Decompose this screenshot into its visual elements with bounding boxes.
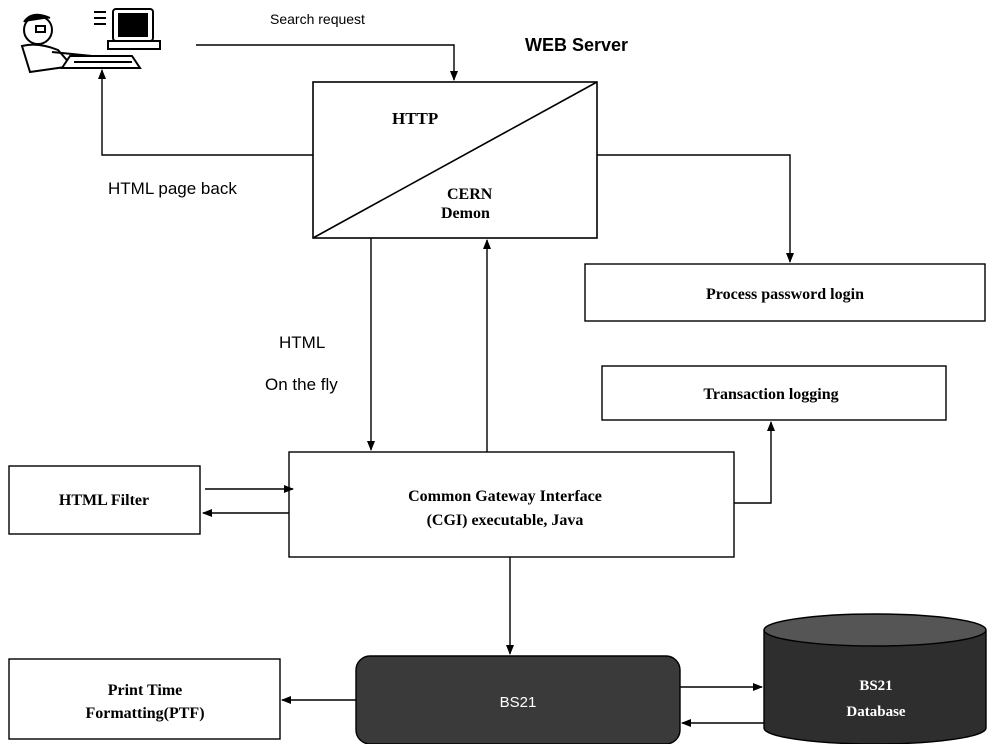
- web-server-label: WEB Server: [525, 35, 628, 55]
- html-label: HTML: [279, 333, 325, 352]
- ptf-label-line2: Formatting(PTF): [85, 705, 204, 722]
- process-password-login-box: [584, 263, 986, 322]
- bs21-label: BS21: [500, 694, 537, 711]
- bs21-database-cylinder: [763, 613, 987, 744]
- transaction-logging-label: Transaction logging: [703, 386, 838, 403]
- web-server-box: [312, 81, 598, 239]
- transaction-logging-box: [601, 365, 947, 421]
- html-page-back-label: HTML page back: [108, 179, 237, 198]
- cern-label-line1: CERN: [447, 186, 493, 203]
- person-at-computer-icon: [20, 8, 161, 74]
- ptf-label-line1: Print Time: [108, 682, 183, 699]
- process-password-login-label: Process password login: [706, 286, 864, 303]
- html-filter-box: [8, 465, 201, 535]
- http-label: HTTP: [392, 109, 438, 128]
- transaction-logging-arrow: [734, 421, 775, 504]
- cgi-label-line1: Common Gateway Interface: [408, 488, 602, 505]
- cgi-label-line2: (CGI) executable, Java: [427, 512, 584, 529]
- database-label-line1: BS21: [859, 678, 892, 694]
- on-the-fly-label: On the fly: [265, 375, 338, 394]
- ptf-box: [8, 658, 281, 740]
- html-page-back-arrow: [98, 69, 313, 156]
- cern-label-line2: Demon: [441, 205, 490, 222]
- cgi-box: [288, 451, 735, 558]
- password-login-arrow: [597, 154, 794, 263]
- html-filter-label: HTML Filter: [59, 492, 149, 509]
- database-label-line2: Database: [846, 704, 906, 720]
- search-request-arrow: [196, 44, 458, 81]
- search-request-label: Search request: [270, 11, 365, 27]
